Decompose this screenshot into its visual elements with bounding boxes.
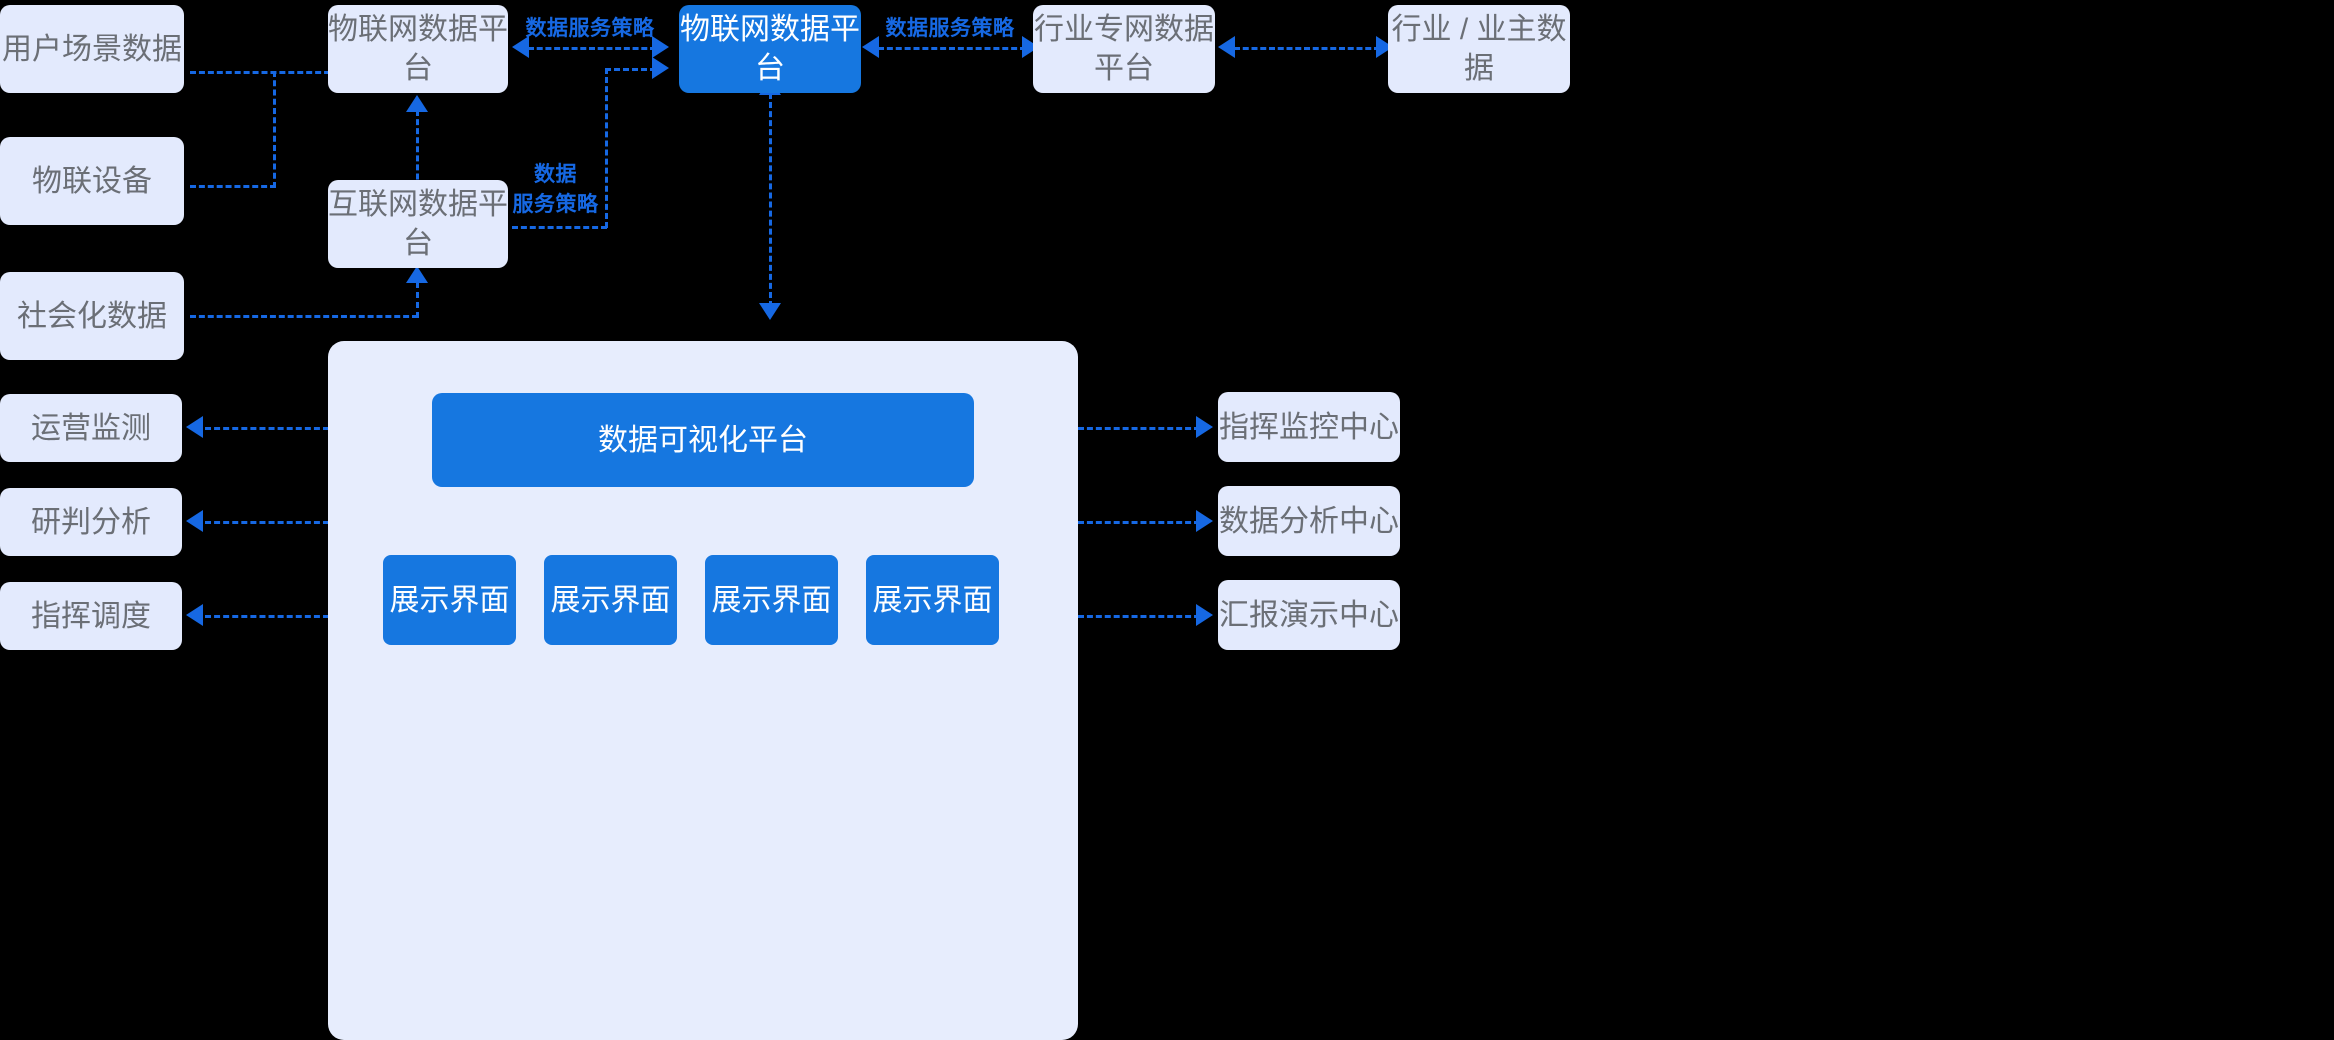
arrowhead-right	[1196, 604, 1213, 626]
node-social-data[interactable]: 社会化数据	[0, 272, 184, 360]
edge-internet-to-blue-horizontal-bottom	[512, 226, 607, 229]
edge-panel-to-dispatch	[205, 615, 329, 618]
edge-label-data-service-policy-2: 数据服务策略	[885, 17, 1015, 40]
edge-label-data-service-policy-3: 数据 服务策略	[512, 163, 599, 217]
node-label: 运营监测	[31, 411, 151, 445]
edge-industry-network-to-owner-data	[1234, 47, 1380, 50]
edge-panel-to-report-center	[1078, 615, 1200, 618]
node-user-scene-data[interactable]: 用户场景数据	[0, 5, 184, 93]
edge-platform-to-blue-platform	[528, 47, 656, 50]
edge-iot-device-horizontal	[190, 185, 276, 188]
node-iot-data-platform-primary[interactable]: 物联网数据平台	[679, 5, 861, 93]
edge-panel-to-data-center	[1078, 521, 1200, 524]
node-label: 物联网数据平台	[680, 13, 860, 85]
node-label: 指挥监控中心	[1219, 410, 1399, 444]
node-iot-data-platform[interactable]: 物联网数据平台	[328, 5, 508, 93]
node-command-dispatch[interactable]: 指挥调度	[0, 582, 182, 650]
node-internet-data-platform[interactable]: 互联网数据平台	[328, 180, 508, 268]
arrowhead-left	[512, 36, 529, 58]
arrowhead-up	[406, 95, 428, 112]
edge-panel-to-ops-monitor	[205, 427, 329, 430]
edge-blue-platform-to-industry-network	[878, 47, 1026, 50]
arrowhead-down	[759, 303, 781, 320]
node-label: 展示界面	[550, 583, 671, 617]
node-label: 行业 / 业主数据	[1391, 13, 1567, 85]
node-label: 汇报演示中心	[1219, 598, 1399, 632]
node-label: 社会化数据	[17, 299, 167, 333]
node-operations-monitoring[interactable]: 运营监测	[0, 394, 182, 462]
node-display-interface-4[interactable]: 展示界面	[866, 555, 999, 645]
edge-panel-to-command-center	[1078, 427, 1200, 430]
arrowhead-left	[862, 36, 879, 58]
edge-panel-to-analysis	[205, 521, 329, 524]
arrowhead-left	[186, 416, 203, 438]
node-label: 物联网数据平台	[328, 13, 508, 85]
arrowhead-right	[652, 36, 669, 58]
arrowhead-right	[1196, 416, 1213, 438]
node-label: 展示界面	[872, 583, 993, 617]
node-label: 数据可视化平台	[598, 423, 808, 457]
node-judgment-analysis[interactable]: 研判分析	[0, 488, 182, 556]
arrowhead-up	[406, 266, 428, 283]
node-industry-owner-data[interactable]: 行业 / 业主数据	[1388, 5, 1570, 93]
node-command-monitoring-center[interactable]: 指挥监控中心	[1218, 392, 1400, 462]
node-label: 用户场景数据	[2, 32, 182, 66]
node-label: 展示界面	[389, 583, 510, 617]
node-data-analysis-center[interactable]: 数据分析中心	[1218, 486, 1400, 556]
edge-internet-to-blue-horizontal-top	[605, 68, 656, 71]
node-label: 行业专网数据平台	[1034, 13, 1214, 85]
node-label: 物联设备	[32, 164, 152, 198]
node-label: 研判分析	[31, 505, 151, 539]
node-data-visualization-platform[interactable]: 数据可视化平台	[432, 393, 974, 487]
node-display-interface-2[interactable]: 展示界面	[544, 555, 677, 645]
edge-internet-to-blue-riser	[605, 68, 608, 228]
node-iot-device[interactable]: 物联设备	[0, 137, 184, 225]
node-label: 展示界面	[711, 583, 832, 617]
edge-iot-device-riser	[273, 71, 276, 188]
edge-label-data-service-policy-1: 数据服务策略	[525, 17, 655, 40]
node-display-interface-1[interactable]: 展示界面	[383, 555, 516, 645]
node-industry-network-platform[interactable]: 行业专网数据平台	[1033, 5, 1215, 93]
node-label: 互联网数据平台	[328, 188, 508, 260]
arrowhead-left	[1218, 36, 1235, 58]
arrowhead-left	[186, 510, 203, 532]
edge-social-data-riser	[416, 282, 419, 318]
node-display-interface-3[interactable]: 展示界面	[705, 555, 838, 645]
arrowhead-left	[186, 604, 203, 626]
node-report-presentation-center[interactable]: 汇报演示中心	[1218, 580, 1400, 650]
node-label: 指挥调度	[31, 599, 151, 633]
arrowhead-right	[1196, 510, 1213, 532]
edge-social-data-horizontal	[190, 315, 418, 318]
node-label: 数据分析中心	[1219, 504, 1399, 538]
arrowhead-right	[652, 57, 669, 79]
edge-blue-platform-to-visual-panel	[769, 93, 772, 307]
